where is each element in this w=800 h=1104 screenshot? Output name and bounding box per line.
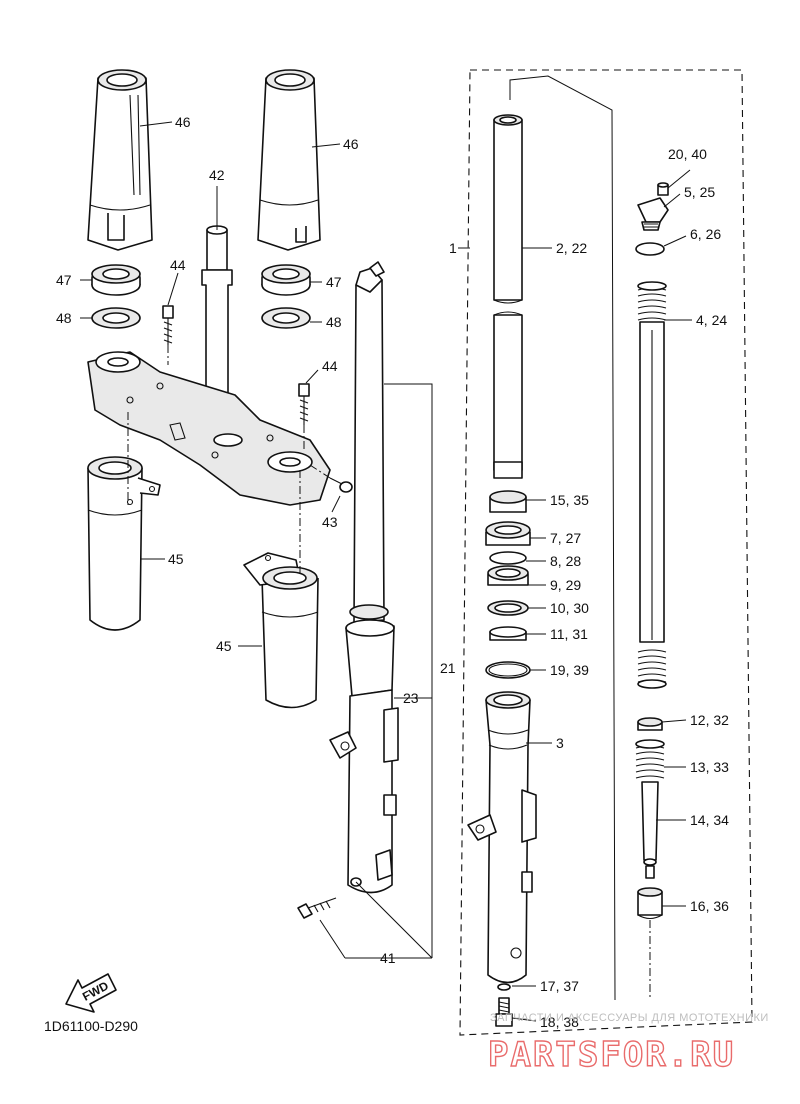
callout-43: 43 <box>322 514 338 530</box>
callout-23: 23 <box>403 690 419 706</box>
pinch-bolt-44-right <box>298 383 310 425</box>
callout-17-37: 17, 37 <box>540 978 579 994</box>
bushing-15 <box>489 490 527 513</box>
retaining-clip-8 <box>489 551 527 565</box>
bracket-21 <box>384 383 433 958</box>
washer-48-left <box>91 307 141 329</box>
rebound-spring-13 <box>635 739 665 779</box>
callout-6-26: 6, 26 <box>690 226 721 242</box>
callout-45-right: 45 <box>216 638 232 654</box>
callout-10-30: 10, 30 <box>550 600 589 616</box>
callout-3: 3 <box>556 735 564 751</box>
callout-2-22: 2, 22 <box>556 240 587 256</box>
washer-10 <box>487 600 529 616</box>
oil-lock-piece-16 <box>637 887 663 920</box>
callout-15-35: 15, 35 <box>550 492 589 508</box>
leader-41b <box>319 919 346 959</box>
washer-48-right <box>261 307 311 329</box>
callout-14-34: 14, 34 <box>690 812 729 828</box>
callout-46-right: 46 <box>343 136 359 152</box>
lower-cover-right <box>243 552 319 709</box>
callout-16-36: 16, 36 <box>690 898 729 914</box>
watermark-tagline: ЗАПЧАСТИ И АКСЕССУАРЫ ДЛЯ МОТОТЕХНИКИ <box>490 1012 769 1024</box>
callout-9-29: 9, 29 <box>550 577 581 593</box>
callout-11-31: 11, 31 <box>550 626 588 642</box>
callout-47-left: 47 <box>56 272 72 288</box>
axle-pinch-bolt <box>297 897 337 919</box>
bolt-18 <box>495 997 513 1027</box>
damper-rod-14 <box>641 781 659 879</box>
callout-13-33: 13, 33 <box>690 759 729 775</box>
ring-12 <box>637 717 663 731</box>
washer-47-right <box>261 264 311 296</box>
callout-7-27: 7, 27 <box>550 530 581 546</box>
fork-leg-assembly <box>329 261 399 894</box>
bushing-11 <box>489 626 527 641</box>
under-bracket <box>87 351 331 506</box>
callout-18-38: 18, 38 <box>540 1014 579 1030</box>
washer-47-left <box>91 264 141 296</box>
fork-spring-4 <box>637 281 667 689</box>
oil-seal-9 <box>487 565 529 586</box>
cap-bolt-5 <box>637 197 669 231</box>
callout-44-right: 44 <box>322 358 338 374</box>
callout-4-24: 4, 24 <box>696 312 727 328</box>
pinch-bolt-44-left <box>162 305 174 345</box>
leader-lines <box>80 121 692 1022</box>
fork-cover-left <box>87 69 153 251</box>
guide-line <box>309 464 331 479</box>
inner-fork-bracket <box>509 75 616 1001</box>
callout-19-39: 19, 39 <box>550 662 589 678</box>
diagram-code: 1D61100-D290 <box>44 1018 138 1034</box>
washer-17 <box>497 983 511 991</box>
dust-seal-7 <box>485 521 531 546</box>
lower-cover-left <box>87 456 161 631</box>
leader-41a <box>355 881 433 959</box>
callout-46-left: 46 <box>175 114 191 130</box>
outer-tube <box>467 691 537 984</box>
callout-20-40: 20, 40 <box>668 146 707 162</box>
callout-45-left: 45 <box>168 551 184 567</box>
inner-tube <box>493 114 523 479</box>
assembly-frame <box>459 69 753 1036</box>
o-ring-19 <box>485 661 531 679</box>
fork-cover-right <box>257 69 321 251</box>
watermark-brand: PARTSFOR.RU <box>488 1035 735 1075</box>
callout-48-left: 48 <box>56 310 72 326</box>
callout-42: 42 <box>209 167 225 183</box>
bolt-43 <box>329 477 353 493</box>
callout-8-28: 8, 28 <box>550 553 581 569</box>
callout-41: 41 <box>380 950 396 966</box>
callout-5-25: 5, 25 <box>684 184 715 200</box>
o-ring-6 <box>635 242 665 256</box>
callout-47-right: 47 <box>326 274 342 290</box>
callout-1: 1 <box>449 240 457 256</box>
callout-48-right: 48 <box>326 314 342 330</box>
fwd-arrow-icon: FWD <box>65 973 117 1013</box>
callout-21: 21 <box>440 660 456 676</box>
callout-44-left: 44 <box>170 257 186 273</box>
air-valve-20 <box>657 182 669 196</box>
callout-12-32: 12, 32 <box>690 712 729 728</box>
